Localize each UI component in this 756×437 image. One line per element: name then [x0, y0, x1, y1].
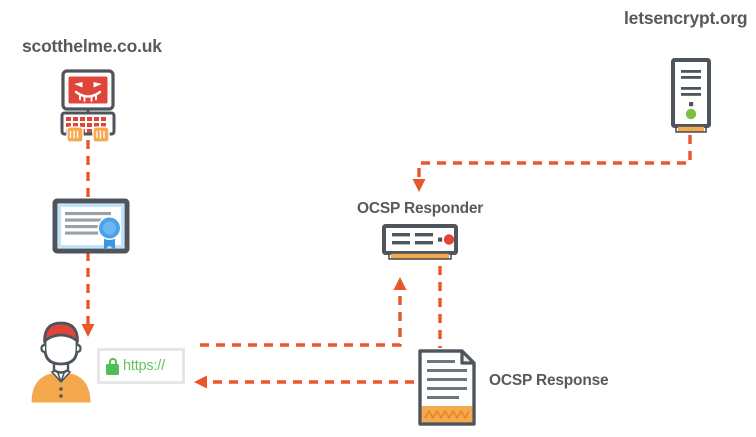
- hand-left: [66, 126, 84, 143]
- label-scotthelme: scotthelme.co.uk: [22, 36, 162, 56]
- arrow-user-to-responder: [200, 288, 402, 347]
- monitor-screen: [68, 76, 108, 104]
- label-ocsp-response: OCSP Response: [489, 372, 609, 389]
- rack-server-status-light: [443, 234, 455, 245]
- hacker-computer-icon: [60, 69, 116, 143]
- document-text-lines: [427, 360, 467, 399]
- certificate-seal-inner: [103, 221, 116, 235]
- signed-document-icon: [418, 349, 476, 426]
- avatar-ear-left: [40, 343, 46, 354]
- label-ocsp-responder: OCSP Responder: [357, 200, 484, 217]
- document-outline: [418, 349, 476, 426]
- certificate-text-lines: [65, 212, 111, 235]
- flow-arrows: [86, 135, 692, 384]
- rack-server-base-outline: [388, 252, 452, 260]
- padlock-body: [106, 363, 119, 375]
- tower-server-status-light: [685, 108, 697, 120]
- tower-server-leds: [681, 70, 701, 107]
- evil-grin: [74, 90, 102, 98]
- typing-hands: [66, 126, 110, 143]
- hand-left-fingers: [69, 130, 79, 139]
- hand-right-fingers: [96, 130, 105, 139]
- tower-server-icon: [671, 58, 711, 133]
- evil-eye-left: [74, 82, 83, 88]
- arrowhead-user-to-responder: [393, 277, 407, 290]
- label-letsencrypt: letsencrypt.org: [624, 8, 748, 28]
- avatar-ear-right: [76, 343, 82, 354]
- padlock-icon: [106, 357, 119, 375]
- arrowhead-ca-to-responder: [412, 179, 426, 192]
- padlock-shackle: [108, 357, 117, 367]
- arrowhead-site-to-user: [81, 324, 95, 337]
- arrowheads: [81, 179, 426, 389]
- rack-server-base: [391, 253, 449, 259]
- avatar-button-1: [59, 387, 63, 391]
- user-avatar-icon: [30, 321, 92, 404]
- arrowhead-response-to-user: [194, 375, 207, 389]
- arrow-ca-to-responder: [417, 135, 692, 182]
- rack-server-icon: [382, 224, 458, 260]
- url-text: https://: [123, 358, 165, 374]
- avatar-hair: [43, 321, 79, 343]
- avatar-button-2: [59, 394, 63, 398]
- tower-server-base-outline: [675, 125, 707, 133]
- document-signature-squiggle: [424, 410, 470, 419]
- evil-eye-right: [93, 82, 102, 88]
- certificate-icon: [52, 198, 130, 254]
- rack-server-leds: [392, 233, 443, 245]
- browser-url-bar[interactable]: https://: [97, 348, 185, 384]
- evil-teeth: [79, 94, 97, 102]
- tower-server-base: [678, 126, 704, 132]
